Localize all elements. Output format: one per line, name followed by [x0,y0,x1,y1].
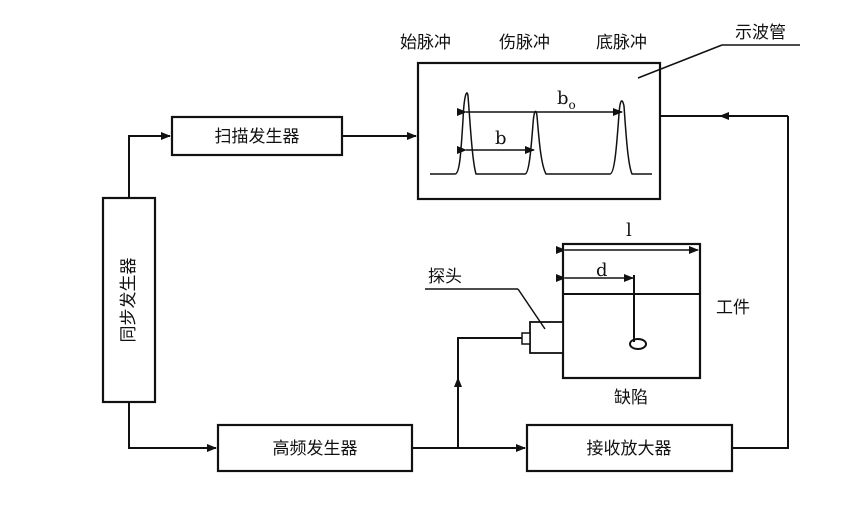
sync-to-sweep-connector [128,132,171,198]
oscilloscope-label: 示波管 [735,23,786,43]
probe-block [521,321,564,354]
sync-to-hf-connector [128,402,217,452]
initial-pulse-label: 始脉冲 [400,33,451,53]
probe-label: 探头 [428,267,462,287]
sync-generator-block: 同步发生器 [101,196,157,404]
receiver-amplifier-label: 接收放大器 [587,439,672,459]
workpiece-label: 工件 [716,298,750,318]
bottom-pulse-label: 底脉冲 [596,33,647,53]
dim-b0-label: bo [557,88,576,112]
dim-l-label: l [626,220,632,241]
dim-d-label: d [596,260,608,281]
hf-to-probe-connector [457,337,522,378]
sweep-generator-label: 扫描发生器 [215,127,300,147]
sync-generator-label: 同步发生器 [119,258,139,343]
probe-leader [517,288,546,330]
dim-b-label: b [495,128,507,149]
defect-label: 缺陷 [614,388,648,408]
oscilloscope-leader [637,44,723,79]
defect-icon [629,338,647,350]
hf-generator-block: 高频发生器 [216,423,414,473]
oscilloscope-block: bo b [416,61,662,201]
sweep-generator-block: 扫描发生器 [170,115,344,157]
hf-generator-label: 高频发生器 [273,439,358,459]
receiver-amplifier-block: 接收放大器 [525,423,734,473]
receiver-return-line [732,116,789,449]
flaw-pulse-label: 伤脉冲 [499,33,550,53]
workpiece-block: l d [556,220,702,380]
